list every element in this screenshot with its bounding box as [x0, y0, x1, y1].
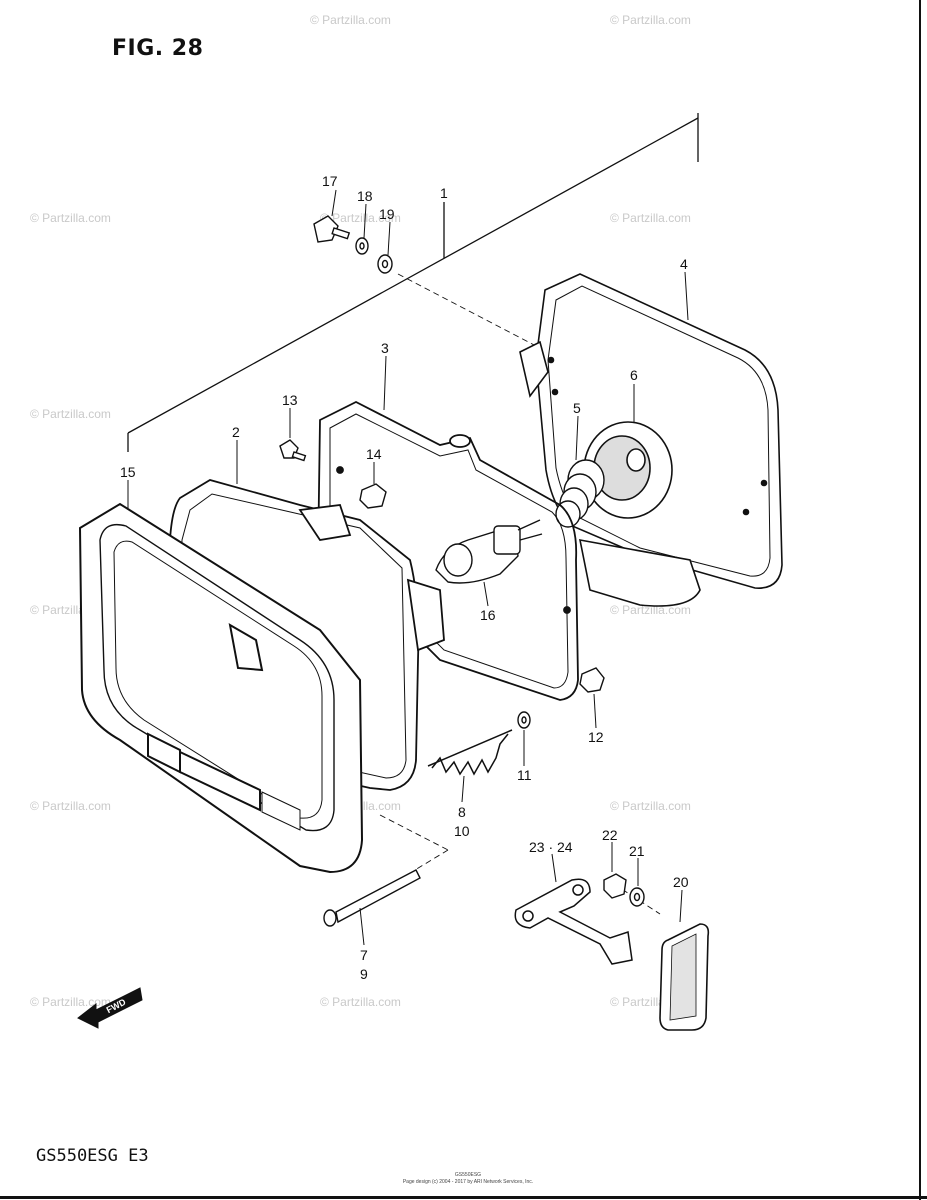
footer-copyright: Page design (c) 2004 - 2017 by ARI Netwo…: [402, 1179, 534, 1185]
callouts: 17 18 19 1 4 3 6 5 13 2 14 15 16 12 11 8…: [120, 173, 689, 982]
watermark: © Partzilla.com: [30, 995, 111, 1009]
callout-11: 11: [517, 767, 532, 783]
callout-16: 16: [480, 607, 496, 623]
callout-23-24: 23 · 24: [529, 839, 573, 855]
callout-13: 13: [282, 392, 298, 408]
callout-3: 3: [381, 340, 389, 356]
headlight-rim-15: [78, 502, 364, 874]
page-border-right: [919, 0, 921, 1200]
callout-20: 20: [673, 874, 689, 890]
watermark: © Partzilla.com: [30, 407, 111, 421]
washer-19: [377, 254, 393, 274]
callout-7: 7: [360, 947, 368, 963]
reflector-20: [659, 923, 710, 1031]
bolt-7: [323, 869, 421, 927]
callout-15: 15: [120, 464, 136, 480]
callout-5: 5: [573, 400, 581, 416]
watermark: © Partzilla.com: [30, 211, 111, 225]
watermark: © Partzilla.com: [610, 799, 691, 813]
callout-22: 22: [602, 827, 618, 843]
headlight-housing-4: [519, 273, 783, 607]
callout-18: 18: [357, 188, 373, 204]
callout-9: 9: [360, 966, 368, 982]
nut-12: [579, 667, 605, 693]
callout-10: 10: [454, 823, 470, 839]
bulb-16: [435, 519, 543, 584]
watermark: © Partzilla.com: [320, 995, 401, 1009]
watermark: © Partzilla.com: [320, 211, 401, 225]
model-code: GS550ESG E3: [36, 1146, 149, 1166]
callout-21: 21: [629, 843, 645, 859]
watermark: © Partzilla.com: [30, 799, 111, 813]
screw-13: [279, 439, 307, 462]
watermark: © Partzilla.com: [610, 13, 691, 27]
rubber-boot-5: [555, 459, 605, 528]
watermark: © Partzilla.com: [310, 13, 391, 27]
watermark: © Partzilla.com: [610, 211, 691, 225]
callout-19: 19: [379, 206, 395, 222]
callout-2: 2: [232, 424, 240, 440]
socket-6: [583, 421, 673, 519]
washer-18: [355, 237, 369, 255]
spring-8: [427, 729, 513, 776]
guide-lines: [379, 273, 661, 915]
page-footer: GS550ESG Page design (c) 2004 - 2017 by …: [398, 1172, 538, 1186]
assembly-bracket: [127, 113, 699, 452]
callout-12: 12: [588, 729, 604, 745]
bracket-23-24: [514, 878, 633, 965]
callout-17: 17: [322, 173, 338, 189]
nut-22: [603, 873, 627, 899]
nut-14: [359, 483, 387, 509]
leader-lines: [127, 189, 689, 946]
callout-8: 8: [458, 804, 466, 820]
bolt-17: [313, 215, 351, 243]
callout-14: 14: [366, 446, 382, 462]
callout-1: 1: [440, 185, 448, 201]
callout-4: 4: [680, 256, 688, 272]
watermark: © Partzilla.com: [610, 603, 691, 617]
figure-title: FIG. 28: [112, 36, 204, 61]
washer-11: [517, 711, 531, 729]
page-border-bottom: [0, 1196, 927, 1199]
washer-21: [629, 887, 645, 907]
footer-model: GS550ESG: [454, 1172, 482, 1178]
callout-6: 6: [630, 367, 638, 383]
